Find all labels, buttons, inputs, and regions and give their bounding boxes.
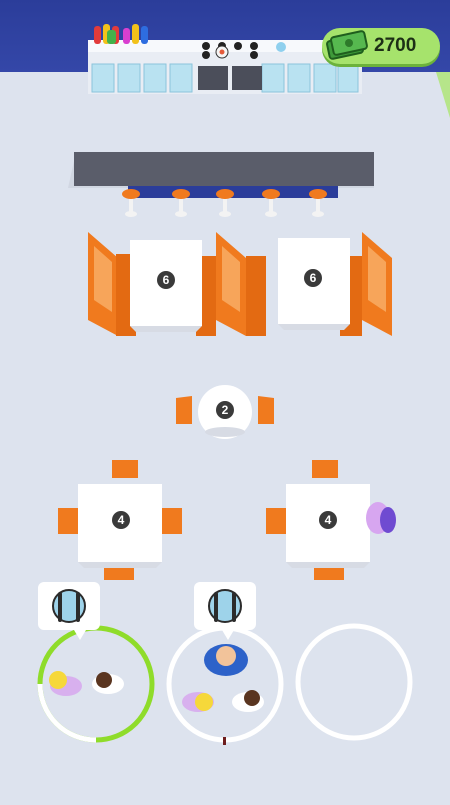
table-number: 4 (118, 513, 125, 527)
order-bubble-1 (38, 582, 100, 640)
round-table-2[interactable]: 2 (176, 385, 274, 439)
table-number: 4 (325, 513, 332, 527)
queue-spot-3[interactable] (295, 623, 413, 741)
table-number: 6 (163, 273, 170, 287)
customer-brown-hair (232, 690, 264, 712)
kitchen-counter[interactable] (88, 24, 362, 94)
plate-fork-knife-icon (52, 589, 86, 623)
table-number: 6 (310, 271, 317, 285)
table-number-badge (112, 511, 130, 529)
square-table-4-right[interactable]: 4 (266, 460, 396, 580)
booth-table-2[interactable]: 6 (246, 232, 392, 336)
table-number-badge (157, 271, 175, 289)
customer-yellow (182, 692, 214, 712)
money-stack-icon (326, 30, 368, 60)
customer-brown-hair (92, 672, 124, 694)
stove-burners (202, 42, 258, 59)
customer-blue-shirt (204, 644, 248, 676)
bar-stools (122, 189, 327, 217)
cash-counter: 2700 (322, 28, 440, 64)
table-number-badge (304, 269, 322, 287)
booth-table-1[interactable]: 6 (88, 232, 246, 336)
order-bubble-2 (194, 582, 256, 640)
customer-yellow (49, 671, 82, 696)
cash-amount: 2700 (374, 35, 417, 56)
table-number-badge (319, 511, 337, 529)
square-table-4-left[interactable]: 4 (58, 460, 182, 580)
right-wall-edge (436, 72, 450, 118)
table-number: 2 (222, 403, 229, 417)
plate-fork-knife-icon (208, 589, 242, 623)
table-number-badge (216, 401, 234, 419)
bar-counter[interactable] (68, 152, 374, 198)
condiment-bottles (94, 24, 148, 44)
queue-spot-2[interactable] (166, 625, 284, 745)
seated-customer (366, 502, 396, 534)
